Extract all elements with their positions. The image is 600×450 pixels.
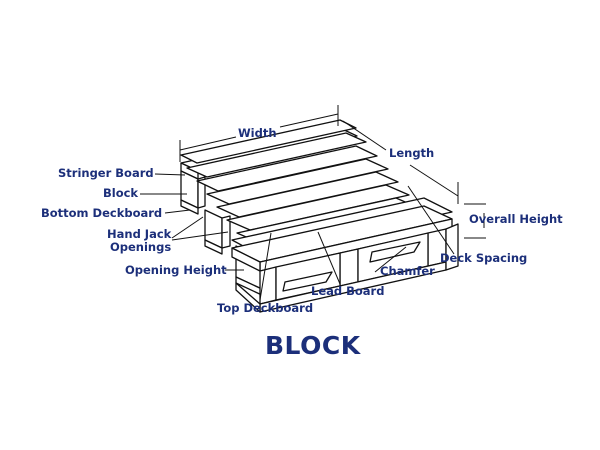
label-length: Length	[389, 146, 435, 160]
pallet-right-side	[445, 223, 459, 271]
width-line-right	[279, 113, 339, 128]
bottom-deckboard-left	[180, 199, 199, 215]
label-lead-board: Lead Board	[311, 284, 385, 298]
bottom-deckboard-mid	[204, 239, 223, 255]
block-front-side	[235, 282, 261, 313]
top-deckboard-5	[216, 171, 399, 218]
leader-deck-spacing	[407, 185, 455, 255]
length-line-upper	[342, 120, 387, 151]
block-front-middle	[339, 248, 359, 287]
leader-lines	[140, 173, 485, 301]
length-line-lower	[409, 164, 459, 197]
label-overall-height: Overall Height	[469, 212, 563, 226]
top-deckboard-4	[206, 158, 389, 205]
chamfer-slot-left	[282, 271, 333, 292]
label-bottom-deckboard: Bottom Deckboard	[41, 206, 163, 220]
dimension-lines	[179, 105, 486, 239]
label-deck-spacing: Deck Spacing	[440, 251, 528, 265]
leader-bottom-deckboard	[164, 209, 191, 214]
diagram-title: BLOCK	[265, 331, 361, 360]
top-deckboard-2	[186, 132, 367, 178]
pallet-drawing	[180, 119, 459, 313]
label-hand-jack-openings-line2: Openings	[110, 240, 172, 254]
label-width: Width	[238, 126, 277, 140]
label-top-deckboard: Top Deckboard	[217, 301, 314, 315]
label-opening-height: Opening Height	[125, 263, 227, 277]
label-stringer-board: Stringer Board	[58, 166, 154, 180]
top-deckboard-1	[180, 119, 357, 164]
label-chamfer: Chamfer	[380, 264, 435, 278]
leader-chamfer	[374, 246, 407, 273]
label-hand-jack-openings-line1: Hand Jack	[107, 227, 172, 241]
leader-lead-board	[317, 231, 341, 285]
block-back-left-face	[197, 176, 206, 209]
leader-hand-jack-2	[171, 231, 229, 241]
leader-top-deckboard	[259, 232, 272, 301]
leader-hand-jack-1	[171, 216, 204, 239]
top-deckboard-6	[226, 184, 410, 231]
width-line-left	[179, 136, 237, 151]
top-deckboard-3	[196, 145, 378, 192]
label-block: Block	[103, 186, 139, 200]
chamfer-slot-right	[369, 241, 421, 263]
leader-stringer-board	[154, 173, 186, 176]
